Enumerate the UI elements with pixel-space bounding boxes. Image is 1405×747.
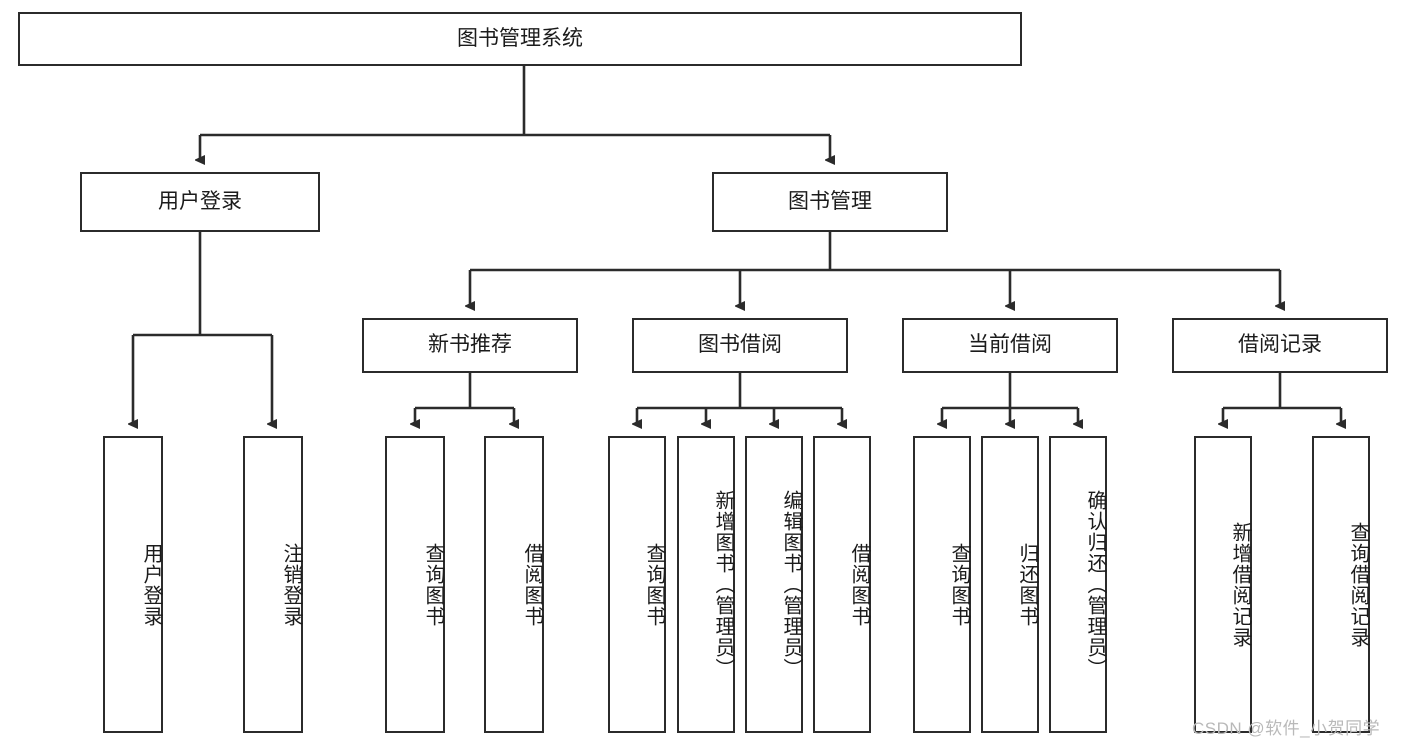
node-label: 新书推荐 bbox=[428, 333, 512, 357]
node-label: 用户登录 bbox=[140, 542, 162, 627]
node-label: 查询图书 bbox=[948, 542, 970, 627]
node-label: 图书管理 bbox=[788, 189, 872, 213]
node-root-system[interactable]: 图书管理系统 bbox=[18, 12, 1022, 66]
leaf-query-book-newbook[interactable]: 查询图书 bbox=[385, 436, 445, 733]
leaf-edit-book-admin[interactable]: 编辑图书（管理员） bbox=[745, 436, 803, 733]
leaf-query-borrow-record[interactable]: 查询借阅记录 bbox=[1312, 436, 1370, 733]
node-label: 图书管理系统 bbox=[457, 26, 583, 50]
node-label: 归还图书 bbox=[1016, 542, 1038, 627]
leaf-user-login[interactable]: 用户登录 bbox=[103, 436, 163, 733]
node-label: 注销登录 bbox=[280, 542, 302, 627]
node-label: 确认归还（管理员） bbox=[1084, 490, 1106, 679]
node-label: 借阅记录 bbox=[1238, 333, 1322, 357]
leaf-borrow-book-newbook[interactable]: 借阅图书 bbox=[484, 436, 544, 733]
node-label: 借阅图书 bbox=[521, 542, 543, 627]
node-label: 当前借阅 bbox=[968, 333, 1052, 357]
csdn-watermark: CSDN @软件_小贺同学 bbox=[1192, 719, 1381, 738]
node-borrow-records[interactable]: 借阅记录 bbox=[1172, 318, 1388, 373]
leaf-add-book-admin[interactable]: 新增图书（管理员） bbox=[677, 436, 735, 733]
leaf-return-book[interactable]: 归还图书 bbox=[981, 436, 1039, 733]
node-label: 编辑图书（管理员） bbox=[780, 490, 802, 679]
node-label: 新增图书（管理员） bbox=[712, 490, 734, 679]
node-book-management[interactable]: 图书管理 bbox=[712, 172, 948, 232]
node-label: 查询图书 bbox=[643, 542, 665, 627]
node-label: 图书借阅 bbox=[698, 333, 782, 357]
node-book-borrow[interactable]: 图书借阅 bbox=[632, 318, 848, 373]
node-label: 新增借阅记录 bbox=[1229, 521, 1251, 648]
leaf-logout[interactable]: 注销登录 bbox=[243, 436, 303, 733]
node-user-login[interactable]: 用户登录 bbox=[80, 172, 320, 232]
node-current-borrow[interactable]: 当前借阅 bbox=[902, 318, 1118, 373]
leaf-confirm-return-admin[interactable]: 确认归还（管理员） bbox=[1049, 436, 1107, 733]
leaf-lend-book[interactable]: 借阅图书 bbox=[813, 436, 871, 733]
node-label: 用户登录 bbox=[158, 189, 242, 213]
node-label: 查询借阅记录 bbox=[1347, 521, 1369, 648]
leaf-add-borrow-record[interactable]: 新增借阅记录 bbox=[1194, 436, 1252, 733]
node-label: 查询图书 bbox=[422, 542, 444, 627]
node-label: 借阅图书 bbox=[848, 542, 870, 627]
node-new-book-recommend[interactable]: 新书推荐 bbox=[362, 318, 578, 373]
leaf-query-book-current[interactable]: 查询图书 bbox=[913, 436, 971, 733]
leaf-query-book-borrow[interactable]: 查询图书 bbox=[608, 436, 666, 733]
